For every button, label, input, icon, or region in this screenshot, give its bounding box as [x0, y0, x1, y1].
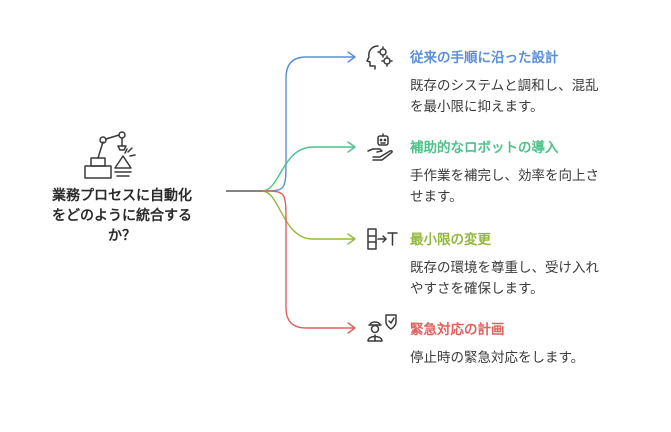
- arrowhead-2: [347, 141, 356, 153]
- box-arrow-t-icon: [367, 228, 398, 250]
- branch-title-1: 従来の手順に沿った設計: [410, 50, 559, 66]
- branch-line-1: [261, 56, 354, 192]
- center-node: 業務プロセスに自動化 をどのように統合する か？: [22, 128, 222, 246]
- branch-line-4: [261, 190, 354, 329]
- branch-title-4: 緊急対応の計画: [410, 322, 505, 338]
- worker-shield-icon: [367, 314, 397, 342]
- branch-description-3: 既存の環境を尊重し、受け入れ やすさを確保します。: [410, 260, 599, 297]
- branch-description-4: 停止時の緊急対応をします。: [410, 350, 585, 366]
- head-gears-icon: [366, 45, 393, 70]
- hand-robot-icon: [367, 133, 393, 161]
- branch-line-3: [261, 190, 354, 240]
- robot-arm-icon: [84, 131, 136, 179]
- branch-description-1: 既存のシステムと調和し、混乱 を最小限に抑えます。: [410, 78, 599, 115]
- arrowhead-3: [347, 233, 356, 245]
- branch-title-2: 補助的なロボットの導入: [410, 140, 559, 156]
- branch-title-3: 最小限の変更: [410, 232, 491, 248]
- arrowhead-4: [347, 322, 356, 334]
- branch-line-2: [261, 146, 354, 192]
- branch-description-2: 手作業を補完し、効率を向上さ せます。: [410, 168, 599, 205]
- center-title: 業務プロセスに自動化 をどのように統合する か？: [52, 188, 192, 244]
- arrowhead-1: [347, 51, 356, 63]
